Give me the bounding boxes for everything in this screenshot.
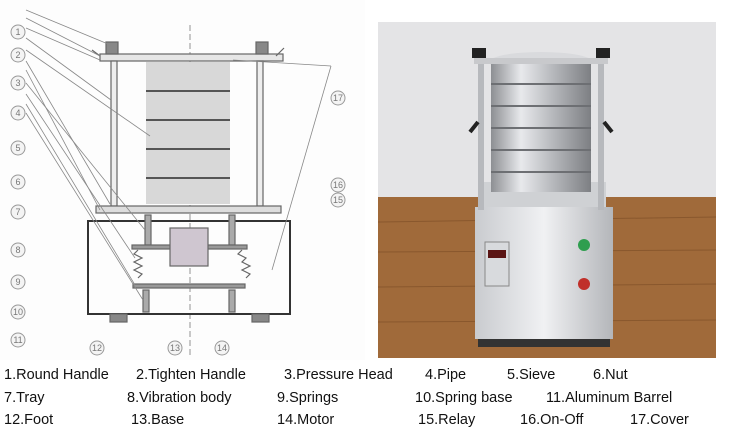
callout-5: 5 — [15, 143, 20, 153]
legend-item-16: 16.On-Off — [520, 412, 584, 428]
callout-8: 8 — [15, 245, 20, 255]
legend-item-8: 8.Vibration body — [127, 390, 232, 406]
legend-item-9: 9.Springs — [277, 390, 339, 406]
callout-2: 2 — [15, 50, 20, 60]
legend-item-17: 17.Cover — [630, 412, 689, 428]
callout-14: 14 — [217, 343, 227, 353]
legend-item-10: 10.Spring base — [415, 390, 513, 406]
callout-16: 16 — [333, 180, 343, 190]
legend-item-11: 11.Aluminum Barrel — [546, 390, 673, 406]
legend-item-15: 15.Relay — [418, 412, 476, 428]
on-switch-green — [578, 239, 590, 251]
callout-3: 3 — [15, 78, 20, 88]
legend-item-7: 7.Tray — [4, 390, 45, 406]
product-photo — [378, 22, 716, 358]
callout-12: 12 — [92, 343, 102, 353]
callout-11: 11 — [13, 335, 22, 345]
callout-7: 7 — [15, 207, 20, 217]
callout-4: 4 — [15, 108, 20, 118]
legend-item-5: 5.Sieve — [507, 367, 556, 383]
technical-drawing: 1 2 3 4 5 6 7 8 9 10 11 12 13 14 15 16 1… — [0, 0, 365, 360]
legend-item-13: 13.Base — [131, 412, 185, 428]
callout-6: 6 — [15, 177, 20, 187]
callout-1: 1 — [15, 27, 20, 37]
callout-10: 10 — [13, 307, 23, 317]
legend-item-1: 1.Round Handle — [4, 367, 109, 383]
callout-17: 17 — [333, 93, 343, 103]
legend-item-2: 2.Tighten Handle — [136, 367, 246, 383]
callout-9: 9 — [15, 277, 20, 287]
legend-item-14: 14.Motor — [277, 412, 335, 428]
off-switch-red — [578, 278, 590, 290]
callout-markers — [10, 24, 346, 356]
legend-item-4: 4.Pipe — [425, 367, 467, 383]
legend-item-6: 6.Nut — [593, 367, 628, 383]
callout-13: 13 — [170, 343, 180, 353]
legend-item-12: 12.Foot — [4, 412, 54, 428]
callout-15: 15 — [333, 195, 343, 205]
legend-item-3: 3.Pressure Head — [284, 367, 393, 383]
